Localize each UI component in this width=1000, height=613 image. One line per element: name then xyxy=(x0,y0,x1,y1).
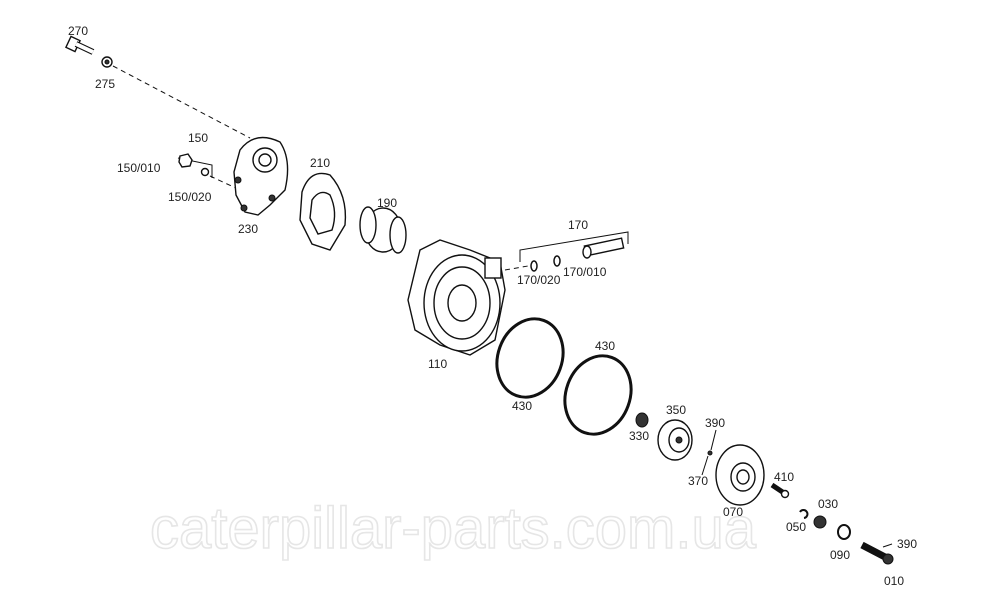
part-070-flange xyxy=(715,444,765,506)
label-430: 430 xyxy=(512,399,532,413)
watermark: caterpillar-parts.com.ua xyxy=(150,496,757,561)
part-050-circlip xyxy=(799,509,809,519)
part-330-bushing xyxy=(635,412,649,428)
part-410-bolt xyxy=(770,482,790,499)
label-430: 430 xyxy=(595,339,615,353)
bolt-hole xyxy=(234,176,242,184)
label-150-020: 150/020 xyxy=(168,190,212,204)
part-010-shaft xyxy=(860,541,894,565)
part-270-bolt xyxy=(65,35,95,55)
label-050: 050 xyxy=(786,520,806,534)
part-370-ball xyxy=(707,450,713,456)
part-150-010-plug xyxy=(178,153,193,168)
label-350: 350 xyxy=(666,403,686,417)
cover-bore-inner xyxy=(258,153,272,167)
label-150: 150 xyxy=(188,131,208,145)
label-370: 370 xyxy=(688,474,708,488)
leader-390 xyxy=(882,543,893,548)
bolt-hole xyxy=(268,194,276,202)
label-230: 230 xyxy=(238,222,258,236)
part-170-020-oring xyxy=(530,260,538,272)
label-010: 010 xyxy=(884,574,904,588)
label-170-010: 170/010 xyxy=(563,265,607,279)
label-110: 110 xyxy=(428,357,447,371)
label-210: 210 xyxy=(310,156,330,170)
label-030: 030 xyxy=(818,497,838,511)
assembly-line xyxy=(112,65,251,139)
label-090: 090 xyxy=(830,548,850,562)
gasket-opening xyxy=(309,191,336,235)
part-190-filter xyxy=(359,206,407,254)
bolt-hole xyxy=(240,204,248,212)
label-330: 330 xyxy=(629,429,649,443)
part-030-bearing xyxy=(813,515,827,529)
label-390: 390 xyxy=(705,416,725,430)
label-170-020: 170/020 xyxy=(517,273,561,287)
part-430-oring xyxy=(563,354,633,436)
leader-390 xyxy=(710,429,717,451)
leader-370 xyxy=(701,455,709,476)
label-390: 390 xyxy=(897,537,917,551)
label-170: 170 xyxy=(568,218,588,232)
part-170-010-oring xyxy=(553,255,561,267)
label-070: 070 xyxy=(723,505,743,519)
part-090-ring xyxy=(837,524,851,540)
label-150-010: 150/010 xyxy=(117,161,161,175)
washer-hole xyxy=(104,59,110,65)
part-110-housing xyxy=(407,239,506,356)
label-410: 410 xyxy=(774,470,794,484)
part-150-020-seal xyxy=(200,167,210,177)
label-270: 270 xyxy=(68,24,88,38)
label-190: 190 xyxy=(377,196,397,210)
assembly-line xyxy=(504,265,529,271)
label-275: 275 xyxy=(95,77,115,91)
part-430-oring xyxy=(495,317,565,399)
part-170-shaft xyxy=(582,237,625,259)
part-350-plate xyxy=(657,419,693,461)
group-bracket-170 xyxy=(519,231,629,262)
